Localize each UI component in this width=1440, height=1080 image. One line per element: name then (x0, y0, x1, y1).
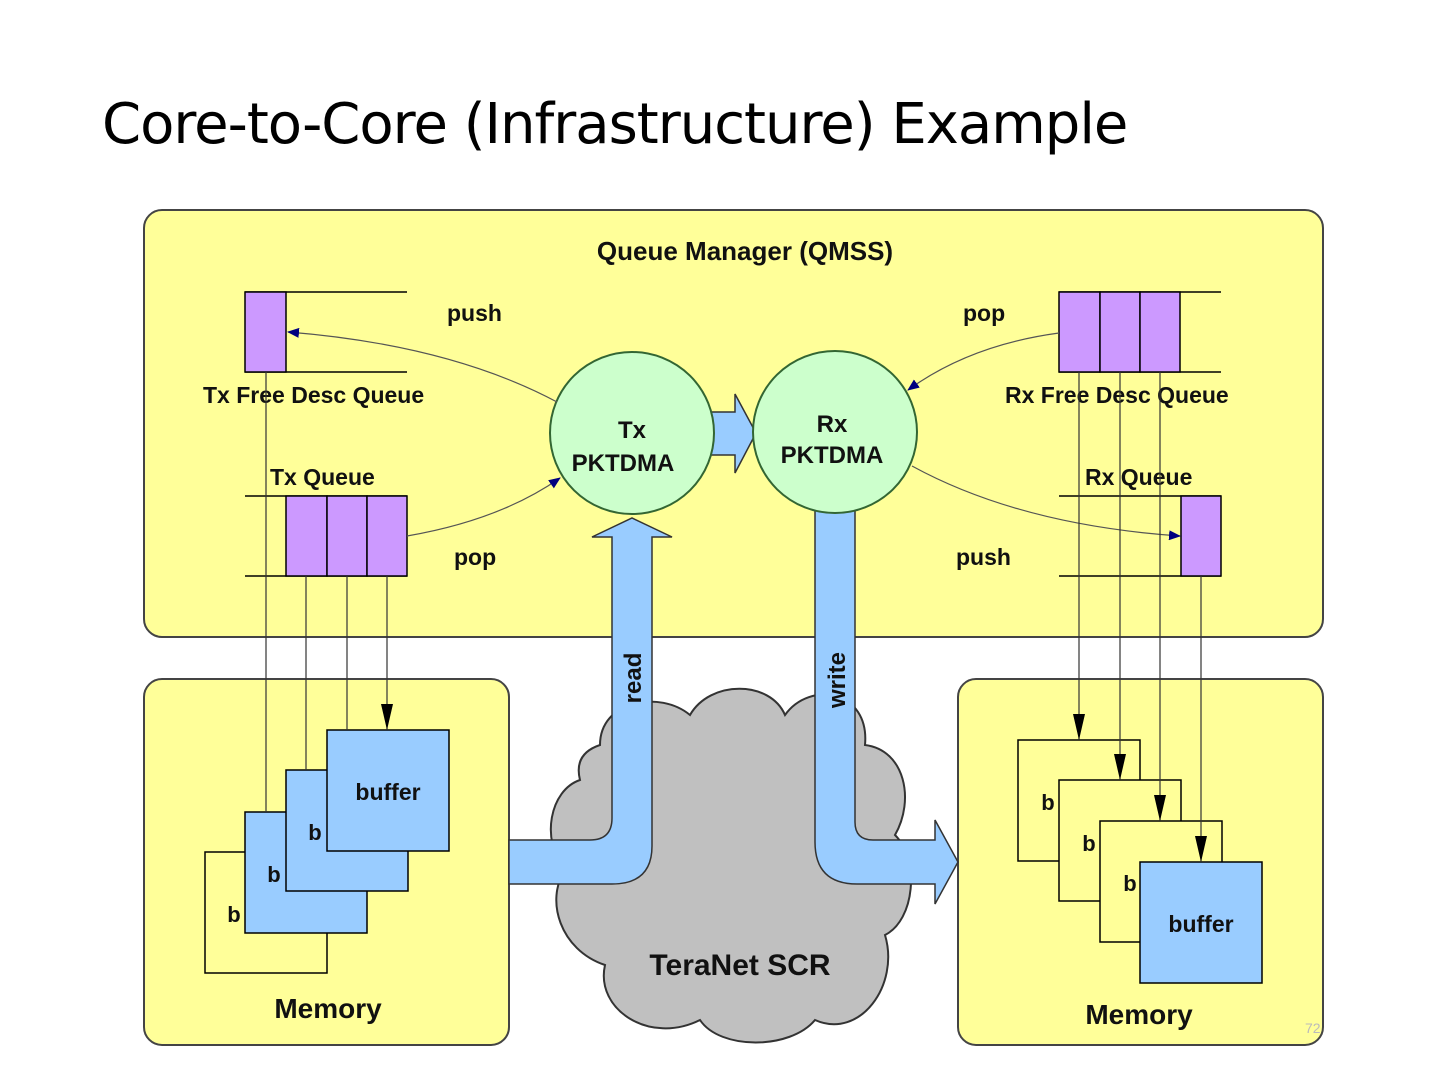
right-buffer-label-2: b (1082, 831, 1095, 856)
svg-text:Rx: Rx (817, 411, 848, 438)
tx-free-desc-queue (244, 291, 407, 373)
rx-queue-label: Rx Queue (1085, 464, 1192, 490)
tx-push-arrow (287, 327, 558, 403)
page-number: 72 (1305, 1020, 1321, 1036)
memory-right-label: Memory (1085, 999, 1193, 1030)
slide-title: Core-to-Core (Infrastructure) Example (102, 92, 1128, 157)
rx-descriptor-links (1073, 372, 1207, 862)
svg-text:Tx: Tx (618, 417, 647, 444)
rx-pop-label: pop (963, 300, 1005, 326)
write-flow-arrow (814, 499, 959, 905)
right-buffer-label-3: b (1123, 871, 1136, 896)
tx-free-desc-queue-label: Tx Free Desc Queue (203, 382, 424, 408)
tx-push-label: push (447, 300, 502, 326)
tx-pop-arrow (406, 477, 561, 537)
read-flow-arrow (508, 517, 673, 885)
svg-text:PKTDMA: PKTDMA (781, 442, 884, 469)
tx-pktdma: Tx PKTDMA (549, 351, 715, 515)
write-label: write (824, 652, 851, 709)
memory-left-buffers (204, 729, 450, 974)
rx-free-desc-queue (1058, 291, 1221, 373)
svg-text:PKTDMA: PKTDMA (572, 450, 675, 477)
rx-free-desc-queue-label: Rx Free Desc Queue (1005, 382, 1229, 408)
left-buffer-label-2: b (267, 862, 280, 887)
tx-descriptor-links (265, 372, 393, 812)
rx-queue (1059, 495, 1222, 577)
tx-pop-label: pop (454, 544, 496, 570)
right-buffer-label-1: b (1041, 790, 1054, 815)
rx-push-label: push (956, 544, 1011, 570)
rx-push-arrow (911, 465, 1181, 541)
rx-pop-arrow (907, 332, 1060, 391)
qmss-title: Queue Manager (QMSS) (597, 236, 893, 266)
left-buffer-label-3: b (308, 820, 321, 845)
teranet-label: TeraNet SCR (649, 949, 830, 982)
tx-queue-label: Tx Queue (270, 464, 375, 490)
rx-pktdma: Rx PKTDMA (752, 350, 918, 514)
left-buffer-label-4: buffer (355, 779, 420, 805)
memory-left-label: Memory (274, 993, 382, 1024)
tx-to-rx-arrow (707, 393, 757, 474)
memory-right-buffers (1017, 739, 1263, 984)
tx-queue (245, 495, 408, 577)
left-buffer-label-1: b (227, 902, 240, 927)
read-label: read (620, 653, 647, 704)
right-buffer-label-4: buffer (1168, 911, 1233, 937)
